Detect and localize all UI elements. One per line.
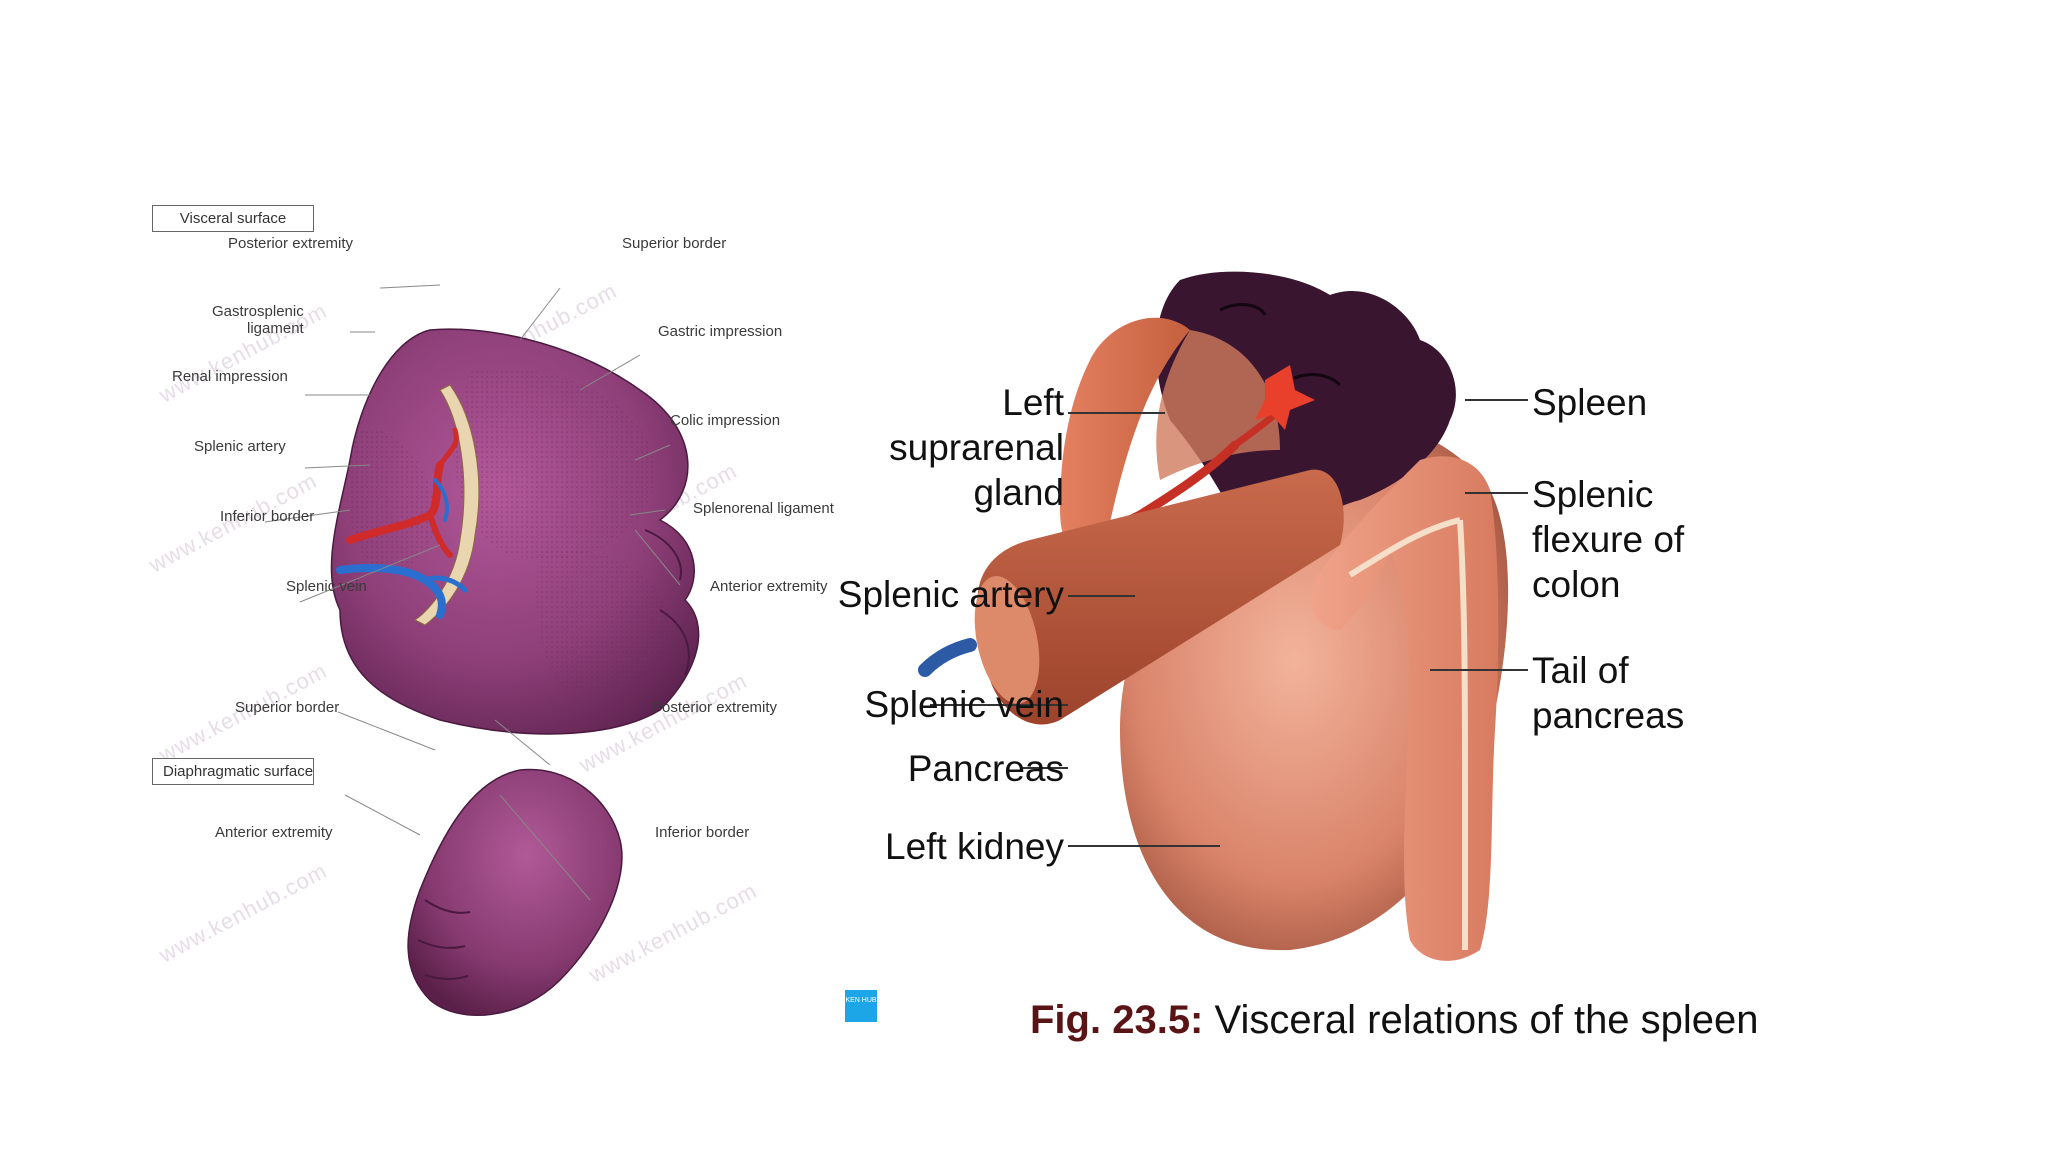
label-inferior-border: Inferior border	[220, 508, 315, 525]
kenhub-spleen-illustration: www.kenhub.com www.kenhub.com www.kenhub…	[140, 205, 880, 1030]
visceral-relations-drawing	[918, 271, 1528, 961]
label-splenic-artery: Splenic artery	[194, 438, 286, 455]
label-dia-posterior-extremity: Posterior extremity	[652, 699, 778, 716]
label-colic-impression: Colic impression	[670, 412, 781, 429]
label-splenic-vein: Splenic vein	[286, 578, 367, 595]
spleen-drawings	[264, 284, 700, 1016]
textbook-figure: Left suprarenal gland Splenic artery Spl…	[838, 250, 2040, 1070]
label-dia-anterior-extremity: Anterior extremity	[215, 824, 333, 841]
label-left-kidney: Left kidney	[885, 826, 1064, 867]
label-left-suprarenal-gland: Left suprarenal gland	[889, 382, 1064, 513]
pancreas-shape	[977, 469, 1344, 725]
figure-caption: Fig. 23.5: Visceral relations of the spl…	[1030, 998, 1759, 1043]
label-gastric-impression: Gastric impression	[658, 323, 783, 340]
visceral-spleen	[330, 328, 700, 735]
splenic-vein-shape	[918, 638, 977, 677]
left-suprarenal-gland-shape	[1060, 317, 1190, 570]
label-splenic-artery-big: Splenic artery	[837, 574, 1064, 615]
caption-fig-number: Fig. 23.5:	[1030, 998, 1204, 1042]
label-splenic-flexure: Splenic flexure of colon	[1532, 474, 1685, 605]
label-pancreas: Pancreas	[907, 748, 1064, 789]
label-dia-inferior-border: Inferior border	[655, 824, 750, 841]
label-gastrosplenic-ligament: Gastrosplenic ligament	[212, 303, 304, 337]
label-splenorenal-ligament: Splenorenal ligament	[693, 500, 834, 517]
visceral-surface-box: Visceral surface	[152, 205, 314, 232]
label-splenic-vein-big: Splenic vein	[864, 684, 1064, 725]
label-superior-border: Superior border	[622, 235, 727, 252]
label-posterior-extremity: Posterior extremity	[228, 235, 354, 252]
diaphragmatic-spleen	[407, 768, 623, 1016]
label-renal-impression: Renal impression	[172, 368, 288, 385]
label-anterior-extremity: Anterior extremity	[710, 578, 828, 595]
diaphragmatic-surface-box: Diaphragmatic surface	[152, 758, 314, 785]
caption-text: Visceral relations of the spleen	[1214, 998, 1759, 1042]
colon-shape	[1311, 456, 1499, 961]
label-tail-of-pancreas: Tail of pancreas	[1532, 650, 1685, 736]
label-dia-superior-border: Superior border	[235, 699, 340, 716]
kenhub-logo: KEN HUB	[845, 990, 877, 1022]
label-spleen: Spleen	[1532, 382, 1648, 423]
